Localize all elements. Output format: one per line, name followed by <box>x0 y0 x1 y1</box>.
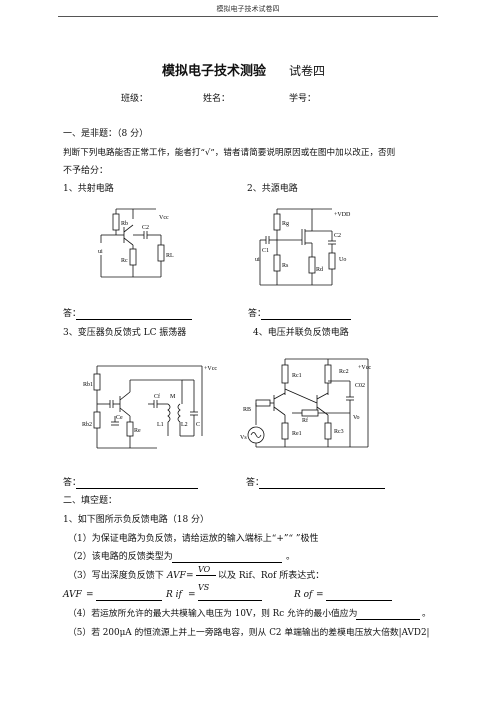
section2-heading: 二、填空题： <box>63 496 118 506</box>
q4-label: 4、电压并联负反馈电路 <box>253 328 349 338</box>
svg-text:L2: L2 <box>181 422 188 428</box>
page-title: 模拟电子技术测验 <box>162 64 267 79</box>
rof-label: R of <box>294 590 313 600</box>
svg-text:Vo: Vo <box>353 415 360 421</box>
svg-text:Rb: Rb <box>121 221 128 227</box>
feedback-type-blank[interactable] <box>172 552 282 563</box>
q1-label: 1、共射电路 <box>63 184 114 194</box>
circuit-common-emitter: Vcc Rb Rc C2 RL ui <box>98 208 174 278</box>
circuit-lc-oscillator: +Vcc Rb1 Rb2 Re Ce Cf L1 M L2 C <box>82 365 217 449</box>
s2-p2: （2）该电路的反馈类型为 <box>68 552 173 562</box>
s2-p3: （3）写出深度负反馈下 <box>68 571 164 581</box>
s2-p1: （1）为保证电路为负反馈，请给运放的输入端标上“+”“ ”极性 <box>68 534 319 544</box>
svg-text:+Vcc: +Vcc <box>358 365 371 371</box>
svg-text:Rd: Rd <box>316 267 323 273</box>
page-subtitle: 试卷四 <box>289 64 326 78</box>
fraction-bar <box>196 575 216 576</box>
s2-p3-cont: 以及 Rif、Rof 所表达式： <box>218 571 325 581</box>
c1-rc-resistor <box>129 248 137 266</box>
svg-text:C: C <box>196 422 200 428</box>
svg-text:Ce: Ce <box>116 415 123 421</box>
l2-coil <box>177 403 181 423</box>
q1-answer-label: 答： <box>63 309 82 319</box>
rif-label: R if <box>166 590 182 600</box>
svg-text:Rg: Rg <box>282 221 289 227</box>
svg-text:C02: C02 <box>355 383 365 389</box>
vo-symbol: VO <box>198 565 211 574</box>
svg-text:Rc1: Rc1 <box>292 373 302 379</box>
rof-blank[interactable] <box>326 590 392 601</box>
q3-answer-blank[interactable] <box>76 478 198 489</box>
q4-answer-label: 答： <box>246 478 265 488</box>
circuit-common-source: +VDD Rg C1 Rs Rd C2 Uo ui <box>255 208 351 286</box>
svg-text:Rc2: Rc2 <box>339 369 349 375</box>
c1-vcc: Vcc <box>159 215 169 221</box>
svg-text:Rc3: Rc3 <box>334 429 344 435</box>
q3-answer-label: 答： <box>63 478 82 488</box>
svg-text:+VDD: +VDD <box>334 212 351 218</box>
svg-text:Vs: Vs <box>240 435 247 441</box>
svg-text:Rc: Rc <box>121 258 128 264</box>
section1-instruction: 判断下列电路能否正常工作，能者打“√”，错者请简要说明原因或在图中加以改正，否则 <box>63 148 396 158</box>
q2-label: 2、共源电路 <box>247 184 298 194</box>
c2-rg-resistor <box>273 213 281 231</box>
q4-answer-blank[interactable] <box>259 478 385 489</box>
svg-text:ui: ui <box>98 249 103 255</box>
c1-rl-resistor <box>157 244 165 262</box>
rc-min-blank[interactable] <box>356 609 420 620</box>
q2-answer-blank[interactable] <box>261 309 351 320</box>
svg-text:Uo: Uo <box>339 257 346 263</box>
class-label: 班级： <box>121 94 149 104</box>
s2-q1: 1、如下图所示负反馈电路（18 分） <box>63 515 210 525</box>
svg-text:RL: RL <box>166 253 174 259</box>
l1-coil <box>167 403 171 423</box>
q3-label: 3、变压器负反馈式 LC 振荡器 <box>63 328 187 338</box>
svg-text:C1: C1 <box>262 248 269 254</box>
svg-text:C2: C2 <box>334 233 341 239</box>
s2-p4: （4）若运放所允许的最大共模输入电压为 10V，则 Rc 允许的最小值应为 <box>68 609 358 619</box>
svg-text:Rb2: Rb2 <box>82 422 92 428</box>
svg-text:Cf: Cf <box>154 393 160 400</box>
q2-answer-label: 答： <box>248 309 267 319</box>
svg-text:Re1: Re1 <box>292 431 302 437</box>
name-label: 姓名： <box>203 94 231 104</box>
running-header: 模拟电子技术试卷四 <box>216 5 280 13</box>
avf-expression-blank[interactable] <box>96 590 162 601</box>
c1-rb-resistor <box>112 213 120 231</box>
header-rule <box>58 16 438 17</box>
svg-text:M: M <box>170 394 176 400</box>
section1-instruction-cont: 不予给分： <box>63 166 109 176</box>
rif-blank[interactable] <box>198 590 262 601</box>
svg-text:C2: C2 <box>142 225 149 231</box>
svg-text:Rf: Rf <box>302 417 308 424</box>
svg-text:L1: L1 <box>157 422 164 428</box>
svg-text:Rs: Rs <box>282 263 289 269</box>
vs-symbol: VS <box>198 583 210 592</box>
s2-p5: （5）若 200μA 的恒流源上并上一旁路电容，则从 C2 单端输出的差模电压放… <box>68 628 430 638</box>
svg-text:+Vcc: +Vcc <box>204 366 217 372</box>
svg-text:Rb1: Rb1 <box>83 382 93 388</box>
number-label: 学号： <box>289 94 317 104</box>
svg-text:RB: RB <box>243 407 251 413</box>
circuit-voltage-feedback: +Vcc Rc1 Rc2 Re1 Rc3 Rf C02 Vo RB Vs <box>240 358 371 448</box>
svg-text:ui: ui <box>255 257 260 263</box>
svg-text:Re: Re <box>134 428 141 434</box>
q1-answer-blank[interactable] <box>76 309 192 320</box>
avf-eq-label: AVF <box>63 590 82 600</box>
section1-heading: 一、是非题：（8 分） <box>63 129 149 139</box>
avf-symbol: AVF <box>167 571 186 581</box>
